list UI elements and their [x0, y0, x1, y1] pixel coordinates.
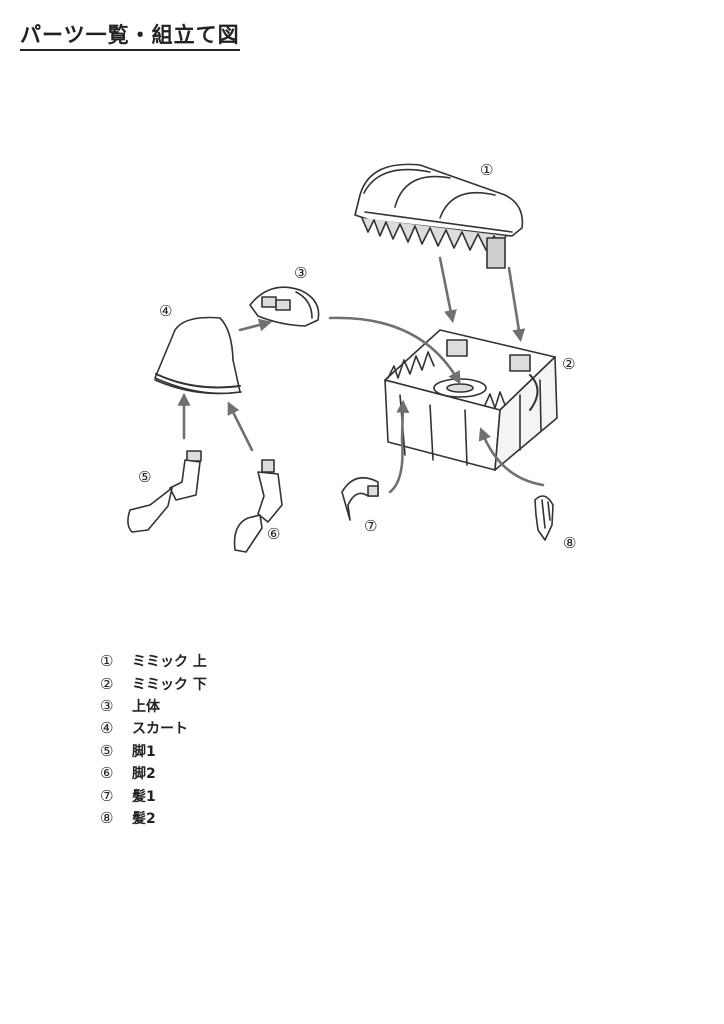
part-skirt	[154, 316, 242, 395]
legend-item: ⑥ 脚2	[100, 762, 207, 784]
label-part-5: ⑤	[138, 468, 151, 486]
legend-item: ③ 上体	[100, 695, 207, 717]
legend-item: ⑦ 髪1	[100, 784, 207, 806]
label-part-1: ①	[480, 161, 493, 179]
legend-number: ④	[100, 719, 114, 738]
part-leg-2	[233, 459, 283, 553]
legend-item: ① ミミック 上	[100, 650, 207, 672]
part-hair-2	[534, 495, 554, 541]
parts-legend: ① ミミック 上 ② ミミック 下 ③ 上体 ④ スカート ⑤ 脚1 ⑥ 脚2 …	[100, 650, 207, 829]
label-part-2: ②	[562, 355, 575, 373]
label-part-4: ④	[159, 302, 172, 320]
legend-name: ミミック 上	[132, 654, 207, 671]
legend-name: 髪2	[132, 810, 156, 827]
legend-number: ⑤	[100, 741, 114, 760]
legend-name: スカート	[132, 721, 188, 738]
legend-name: ミミック 下	[132, 676, 207, 693]
part-upper-body	[249, 286, 320, 327]
legend-number: ①	[100, 652, 114, 671]
part-mimic-lid	[354, 163, 524, 269]
label-part-3: ③	[294, 264, 307, 282]
legend-name: 脚2	[132, 766, 156, 783]
part-hair-1	[341, 476, 379, 521]
legend-item: ⑧ 髪2	[100, 807, 207, 829]
page-title: パーツ一覧・組立て図	[20, 22, 240, 51]
part-mimic-base	[384, 329, 558, 471]
legend-name: 上体	[132, 698, 160, 715]
label-part-6: ⑥	[267, 525, 280, 543]
label-part-7: ⑦	[364, 517, 377, 535]
legend-number: ⑦	[100, 786, 114, 805]
part-number-labels: ① ② ③ ④ ⑤ ⑥ ⑦ ⑧	[138, 161, 576, 552]
legend-number: ②	[100, 674, 114, 693]
assembly-diagram: ① ② ③ ④ ⑤ ⑥ ⑦ ⑧	[127, 161, 576, 553]
part-leg-1	[127, 450, 202, 533]
legend-item: ④ スカート	[100, 717, 207, 739]
legend-name: 脚1	[132, 743, 156, 760]
legend-item: ② ミミック 下	[100, 672, 207, 694]
label-part-8: ⑧	[563, 534, 576, 552]
assembly-arrows	[177, 256, 545, 494]
legend-name: 髪1	[132, 788, 156, 805]
legend-number: ③	[100, 696, 114, 715]
legend-number: ⑥	[100, 764, 114, 783]
legend-number: ⑧	[100, 808, 114, 827]
legend-item: ⑤ 脚1	[100, 740, 207, 762]
